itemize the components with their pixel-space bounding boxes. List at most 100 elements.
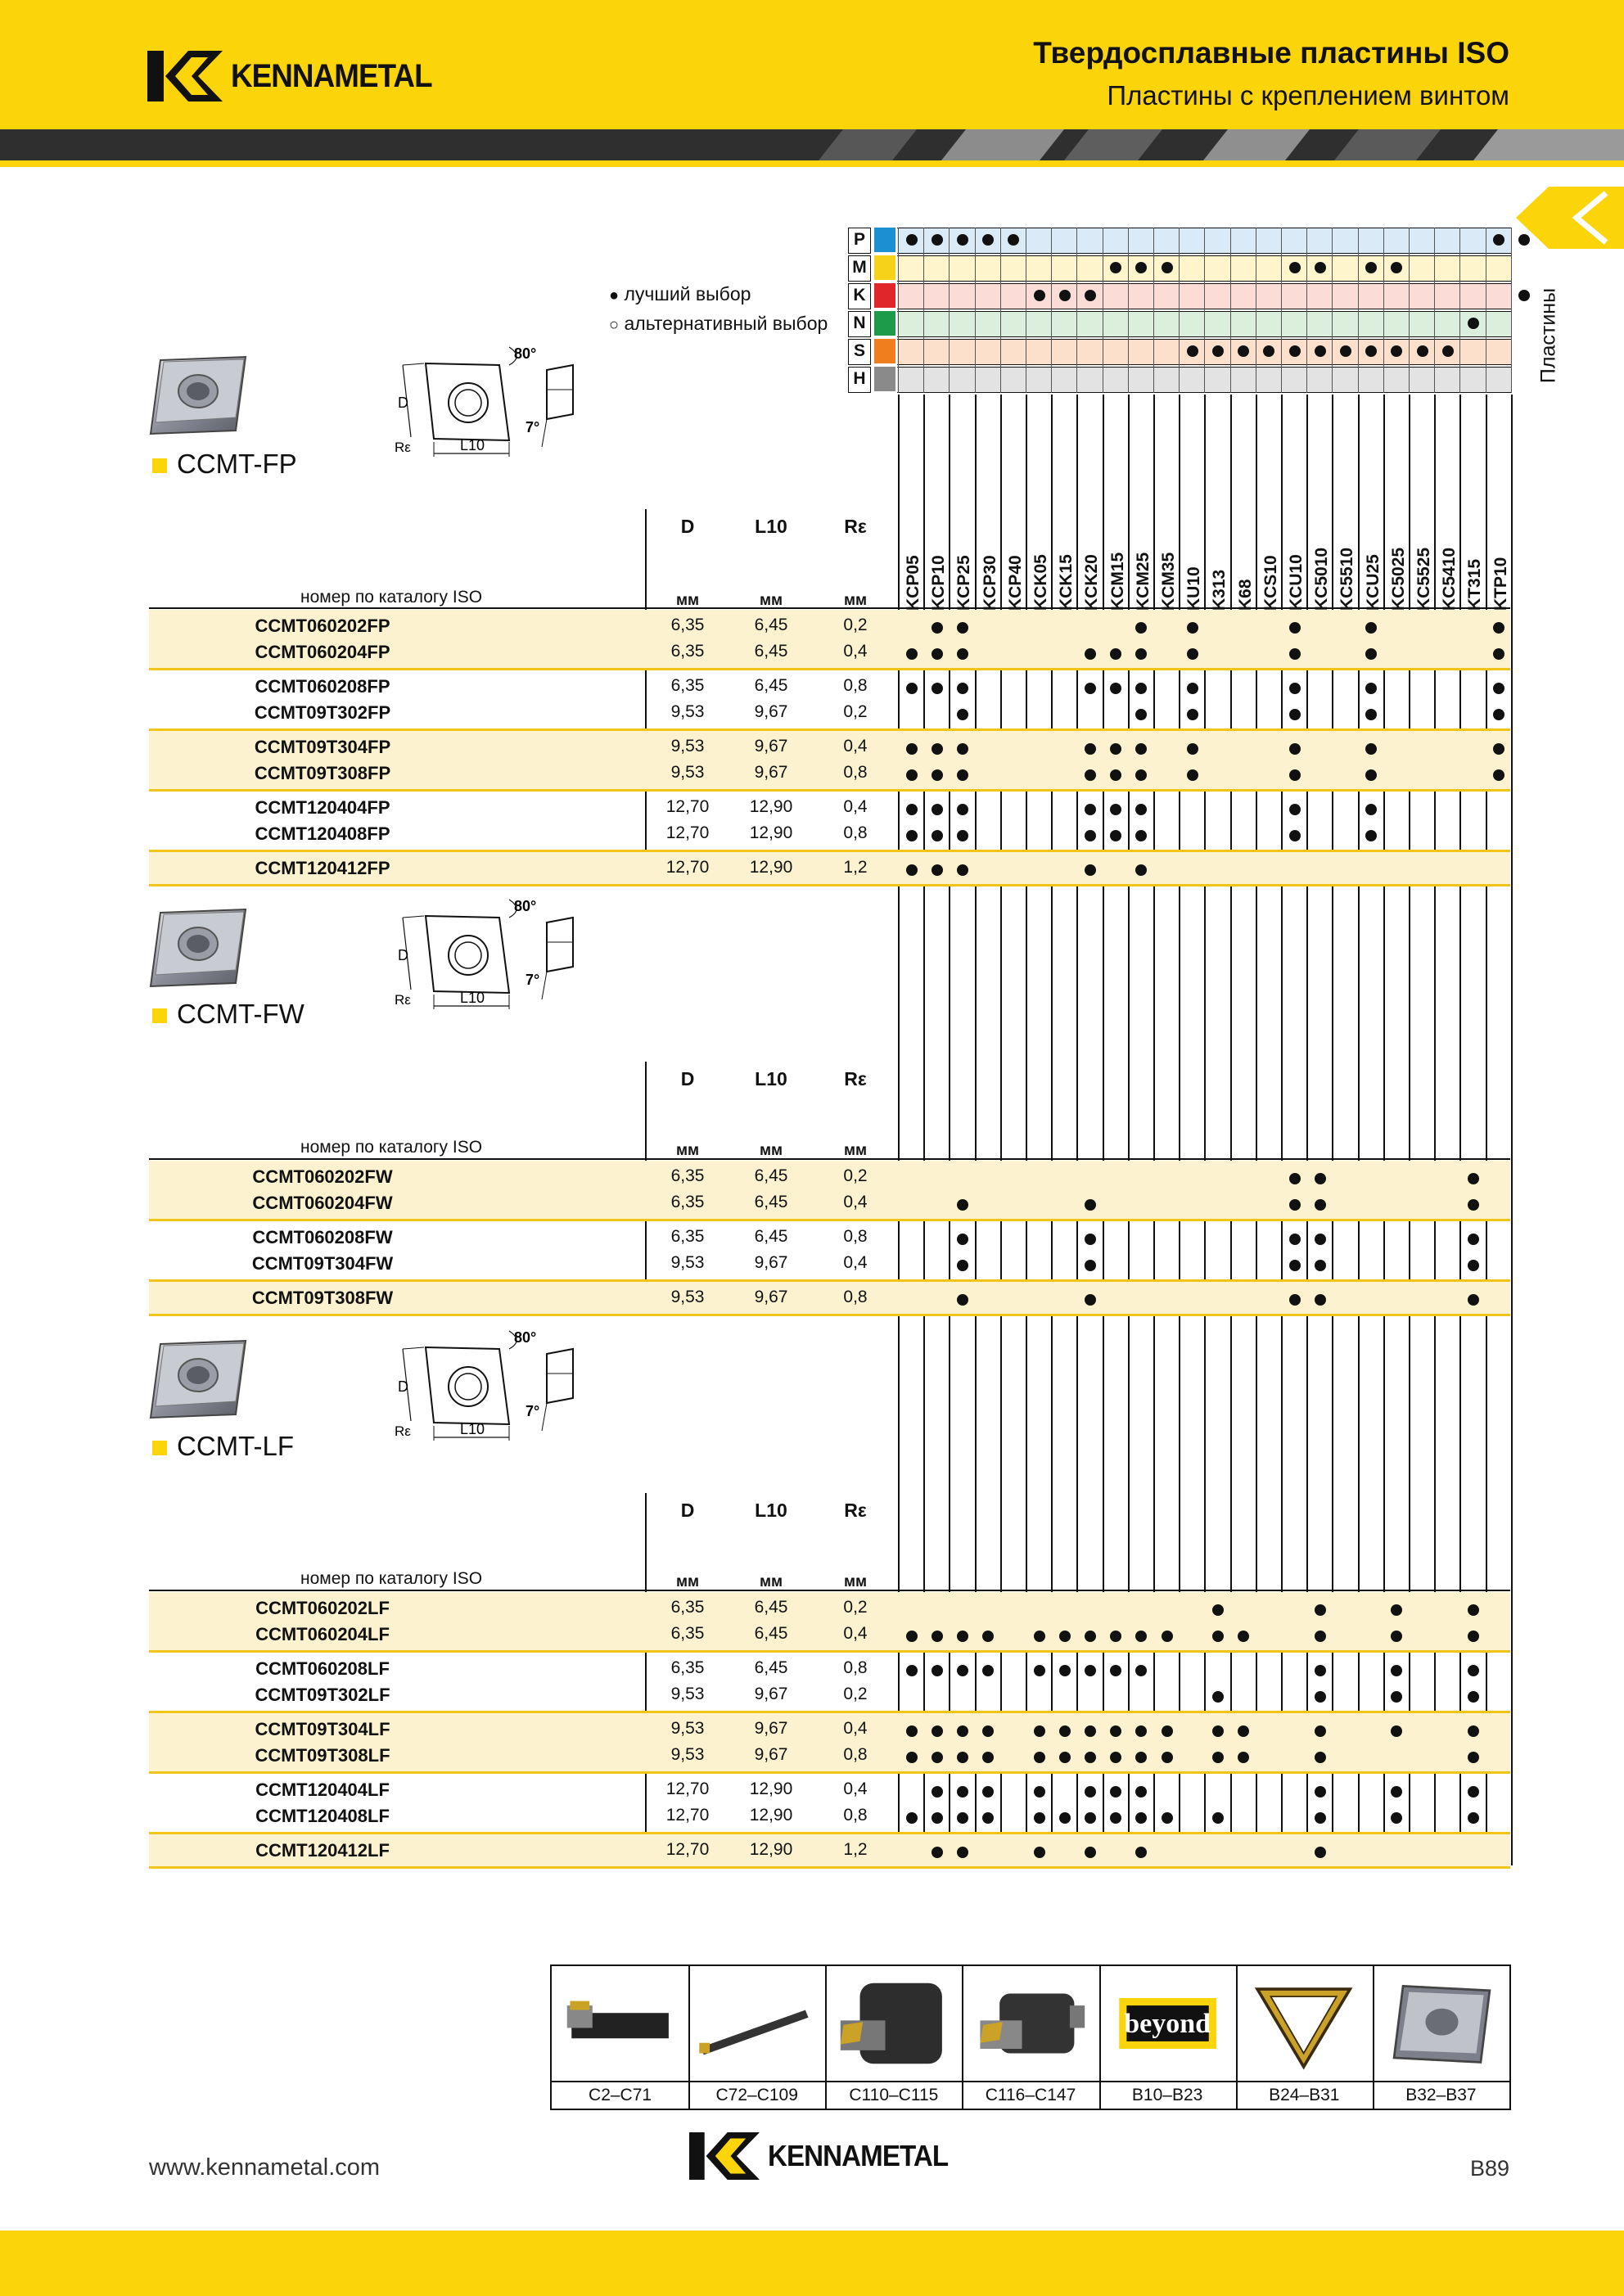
tool-reference-4[interactable]: C116–C147 [962, 1966, 1101, 2109]
caption-divider [1098, 2081, 1236, 2082]
value-l10: 9,67 [754, 1685, 788, 1703]
best-choice-dot [1186, 709, 1198, 720]
best-choice-dot [1085, 769, 1096, 781]
best-choice-dot [1085, 804, 1096, 815]
insert-icon [1378, 1971, 1504, 2076]
kennametal-logo: KENNAMETAL [147, 51, 449, 101]
material-grid-line [1153, 228, 1154, 393]
header-divider [645, 1493, 647, 1869]
kenloc-cartridge-icon [830, 1971, 957, 2076]
best-choice-dot [1340, 345, 1351, 357]
best-choice-dot [1085, 1665, 1096, 1676]
best-dot-icon: ● [609, 286, 620, 304]
tool-reference-1[interactable]: C2–C71 [552, 1966, 691, 2109]
row-separator [149, 1832, 1510, 1834]
best-choice-dot [1518, 234, 1531, 246]
best-choice-dot [1085, 743, 1096, 755]
best-choice-dot [1008, 234, 1020, 246]
best-choice-dot [1110, 769, 1122, 781]
iso-catalog-header: номер по каталогу ISO [300, 588, 483, 607]
row-separator [149, 1711, 1510, 1713]
best-choice-dot [982, 1786, 995, 1798]
column-header-d: D [680, 516, 695, 537]
tool-reference-2[interactable]: C72–C109 [688, 1966, 828, 2109]
best-choice-dot [1110, 1786, 1122, 1798]
best-choice-dot [1314, 262, 1326, 273]
best-choice-dot [1314, 1847, 1326, 1858]
material-swatch-n [874, 311, 895, 336]
best-choice-dot [957, 709, 968, 720]
page-subtitle: Пластины с креплением винтом [1107, 80, 1509, 111]
value-re: 0,4 [843, 642, 868, 661]
value-l10: 9,67 [754, 737, 788, 756]
website-link[interactable]: www.kennametal.com [149, 2154, 381, 2181]
catalog-number: CCMT120408LF [255, 1806, 390, 1826]
tool-reference-7[interactable]: B32–B37 [1372, 1966, 1509, 2109]
best-choice-dot [931, 1812, 943, 1824]
best-choice-dot [905, 1812, 918, 1824]
material-swatch-m [874, 255, 895, 280]
best-choice-dot [982, 1752, 995, 1763]
group-name-text: CCMT-FW [177, 999, 304, 1029]
best-choice-dot [1238, 1631, 1250, 1642]
value-l10: 6,45 [754, 1624, 788, 1643]
column-header-l10: L10 [755, 1068, 787, 1089]
column-header-d: D [680, 1500, 695, 1521]
best-choice-dot [905, 830, 918, 841]
row-band [149, 1161, 1510, 1220]
tool-page-range: B10–B23 [1131, 2086, 1203, 2104]
value-d: 12,70 [665, 1806, 710, 1825]
material-grid-line [1383, 228, 1384, 393]
tool-reference-3[interactable]: C110–C115 [825, 1966, 964, 2109]
catalog-number: CCMT09T304FP [254, 737, 391, 757]
catalog-number: CCMT060204FP [255, 642, 390, 662]
value-re: 0,8 [843, 1288, 868, 1306]
page-number: B89 [1469, 2156, 1509, 2181]
best-choice-dot [1365, 345, 1378, 357]
material-grid-line [1306, 228, 1308, 393]
value-d: 6,35 [670, 1166, 705, 1185]
best-choice-dot [1468, 1725, 1479, 1737]
value-l10: 9,67 [754, 1719, 788, 1738]
tool-reference-6[interactable]: B24–B31 [1235, 1966, 1374, 2109]
best-choice-dot [1391, 1812, 1403, 1824]
best-choice-dot [931, 1665, 943, 1676]
best-choice-dot [1314, 1786, 1326, 1798]
best-choice-dot [1314, 1691, 1326, 1703]
svg-text:Rε: Rε [395, 440, 411, 455]
best-choice-dot [1135, 622, 1148, 634]
best-choice-dot [957, 1752, 968, 1763]
best-choice-dot [931, 622, 943, 634]
column-unit-re: мм [843, 592, 868, 609]
value-l10: 6,45 [754, 642, 788, 661]
best-choice-dot [1288, 743, 1301, 755]
value-d: 6,35 [670, 1193, 705, 1211]
best-choice-dot [1468, 1812, 1479, 1824]
value-d: 9,53 [670, 702, 705, 721]
best-choice-dot [1468, 1173, 1479, 1184]
best-choice-dot [1186, 622, 1198, 634]
best-choice-dot [1365, 622, 1378, 634]
best-choice-dot [982, 1725, 995, 1737]
insert-technical-drawing: 80° D Rε L10 7° [395, 898, 574, 1009]
material-grid-line [898, 228, 899, 393]
column-unit-l10: мм [759, 1573, 783, 1590]
best-choice-dot [982, 1665, 995, 1676]
header-divider [645, 509, 647, 886]
column-header-re: Rε [844, 1500, 867, 1521]
best-choice-dot [905, 769, 918, 781]
best-choice-dot [905, 1665, 918, 1676]
svg-text:7°: 7° [526, 419, 539, 435]
best-choice-dot [1288, 830, 1301, 841]
best-choice-dot [1365, 262, 1378, 273]
best-choice-dot [1365, 709, 1378, 720]
best-choice-dot [1110, 743, 1122, 755]
best-choice-dot [1085, 683, 1096, 694]
best-choice-dot [931, 234, 943, 246]
svg-text:80°: 80° [514, 345, 536, 362]
best-choice-dot [1135, 1631, 1148, 1642]
page-title: Твердосплавные пластины ISO [1033, 36, 1509, 70]
catalog-number: CCMT09T304LF [255, 1719, 390, 1739]
